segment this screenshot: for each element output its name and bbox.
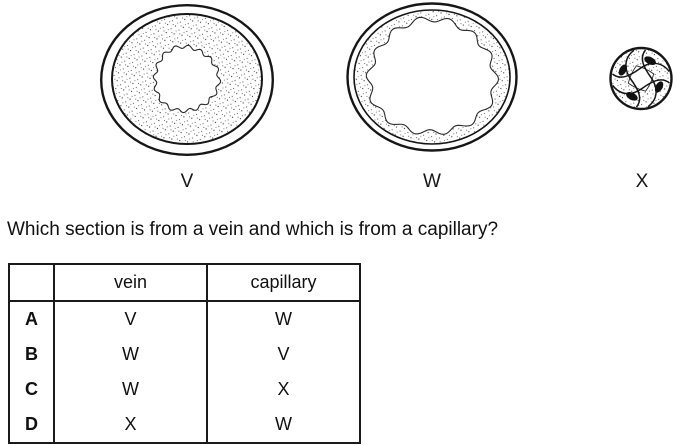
artery-section-diagram-v [99, 3, 275, 157]
table-header-row: vein capillary [9, 264, 360, 302]
vein-cell: W [53, 372, 207, 407]
table-row-option-b: B W V [9, 337, 360, 372]
header-blank-cell [9, 264, 54, 302]
endothelial-cell-boundaries [612, 49, 671, 108]
table-row-option-d: D X W [9, 407, 360, 443]
capillary-cell: W [206, 301, 360, 337]
vessel-label-x: X [635, 171, 649, 192]
vein-cell: X [53, 407, 207, 443]
header-capillary-cell: capillary [206, 264, 360, 302]
vein-cell: V [53, 301, 207, 337]
option-letter: A [25, 309, 38, 329]
vein-lumen-outline [365, 16, 500, 135]
table-row-option-c: C W X [9, 372, 360, 407]
capillary-cell: W [206, 407, 360, 443]
option-letter: D [25, 414, 38, 434]
option-letter: C [25, 379, 38, 399]
vessel-label-w: W [423, 171, 441, 192]
endothelial-nuclei [618, 56, 664, 101]
vein-section-diagram-w [346, 2, 518, 152]
vein-cell: W [53, 337, 207, 372]
vessel-label-v: V [180, 171, 194, 192]
capillary-cell: X [206, 372, 360, 407]
option-letter: B [25, 344, 38, 364]
header-vein-cell: vein [53, 264, 207, 302]
answer-table: vein capillary A V W B W V C W X D X [8, 263, 361, 444]
capillary-section-diagram-x [609, 46, 673, 111]
table-row-option-a: A V W [9, 301, 360, 337]
artery-lumen-outline [152, 44, 222, 114]
capillary-cell: V [206, 337, 360, 372]
question-text: Which section is from a vein and which i… [7, 219, 499, 240]
